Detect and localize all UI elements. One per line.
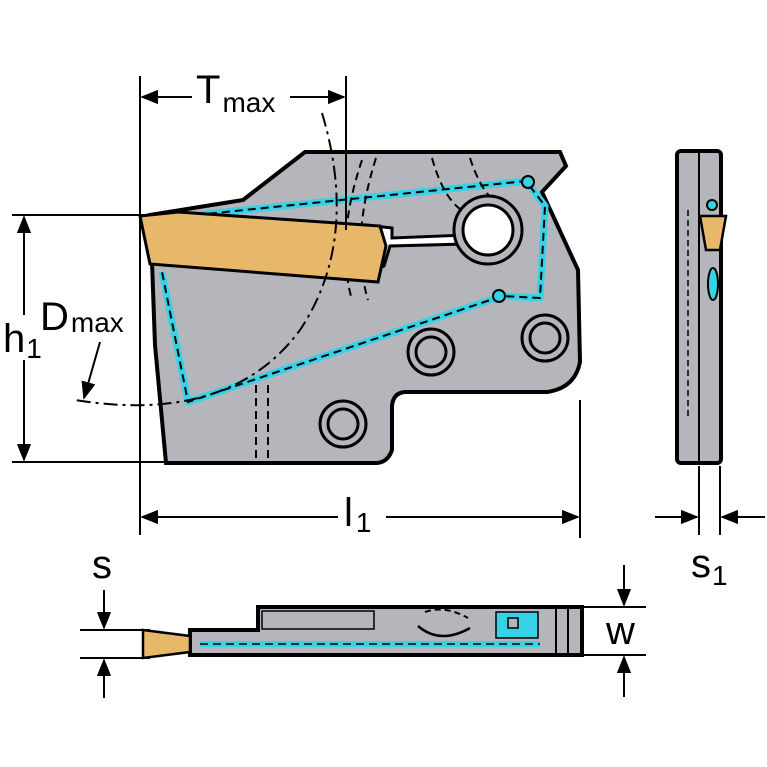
cutting-insert <box>138 210 388 284</box>
tmax-label: Tmax <box>196 68 275 118</box>
dmax-label: Dmax <box>40 295 124 339</box>
s-label: s <box>92 543 112 587</box>
clamp-screw <box>452 194 524 266</box>
dimensions-end <box>655 466 765 535</box>
coolant-channel <box>158 175 549 406</box>
coolant-outlet-mid <box>492 289 506 303</box>
coolant-outlet-top <box>521 175 535 189</box>
side-view <box>74 112 583 465</box>
mounting-holes <box>318 313 570 449</box>
dmax-arc <box>74 112 338 407</box>
top-view <box>141 605 584 660</box>
w-label: w <box>605 609 635 653</box>
end-view-insert <box>698 214 728 252</box>
s1-label: s1 <box>691 542 728 591</box>
dimensions-top <box>80 565 646 698</box>
dmax-leader <box>81 341 101 400</box>
dimensions-side <box>12 76 581 538</box>
h1-label: h1 <box>3 317 42 364</box>
end-view <box>675 149 728 465</box>
top-view-insert <box>141 628 192 660</box>
